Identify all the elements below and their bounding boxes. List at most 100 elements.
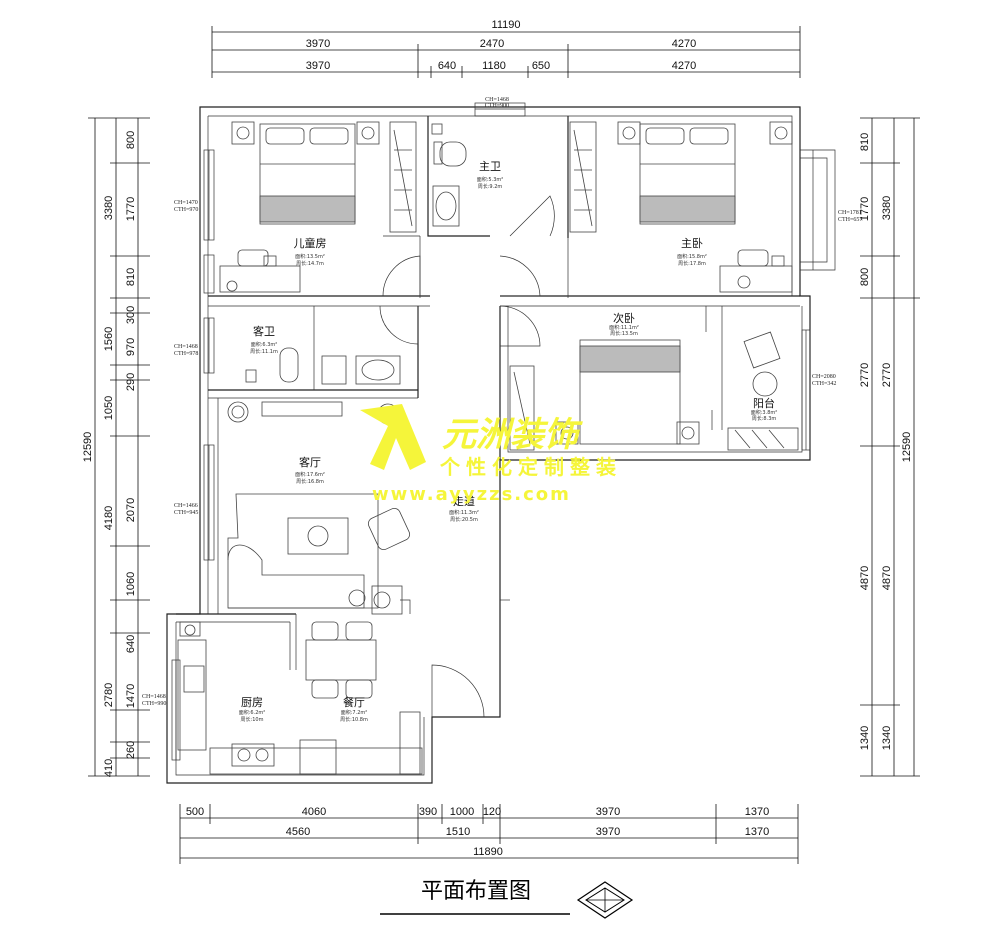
dining-furniture <box>305 621 377 699</box>
dim-left-outer-2: 1560 <box>103 327 115 351</box>
master-bath-fixtures <box>431 123 467 227</box>
dim-left-outer-4: 4180 <box>103 506 115 530</box>
living-furniture <box>227 401 411 615</box>
dim-top-3: 4270 <box>672 38 696 50</box>
label-dining: 餐厅 <box>343 695 365 709</box>
note-guest-bath-1: CH=1468 <box>174 344 198 350</box>
area-dining-2: 周长:10.8m <box>340 716 368 723</box>
master-wardrobe-hangers <box>573 129 593 227</box>
master-wardrobe <box>569 121 597 233</box>
dim-left-outer-6: 410 <box>103 759 115 777</box>
dim-top-total: 11190 <box>492 19 521 31</box>
area-guest-bath-1: 面积:6.3m² <box>251 341 278 348</box>
note-balcony-2: CTH=342 <box>812 381 836 387</box>
dim-left-inner-8: 1060 <box>125 572 137 596</box>
label-corridor: 走道 <box>453 494 475 508</box>
dim-top-1: 3970 <box>306 38 330 50</box>
area-living-2: 周长:16.8m <box>296 478 324 485</box>
label-children-room: 儿童房 <box>294 236 327 250</box>
furniture <box>177 121 799 775</box>
area-kitchen-2: 周长:10m <box>241 716 264 723</box>
dim-left-inner-2: 1770 <box>125 197 137 221</box>
label-guest-bath: 客卫 <box>253 324 275 338</box>
left-dimensions: 12590 3380 1560 1050 4180 2780 410 800 1… <box>82 117 150 777</box>
doors <box>379 195 555 718</box>
drawing-title: 平面布置图 <box>380 879 634 919</box>
dim-left-outer-1: 3380 <box>103 196 115 220</box>
area-second-bed-2: 周长:13.5m <box>610 330 638 337</box>
kitchen-furniture <box>177 621 423 775</box>
dim-left-inner-9: 640 <box>125 635 137 653</box>
dim-right-inner-3: 800 <box>859 268 871 286</box>
dim-right-outer-1: 3380 <box>881 196 893 220</box>
label-balcony: 阳台 <box>753 396 775 410</box>
area-kitchen-1: 面积:6.2m² <box>239 709 266 716</box>
watermark-brand: 元洲装饰 <box>442 415 583 455</box>
dim-right-outer-2: 2770 <box>881 363 893 387</box>
bottom-dimensions: 500 4060 390 1000 120 3970 1370 4560 151… <box>179 804 799 864</box>
dim-bottom-1: 500 <box>186 806 204 818</box>
area-master-bed-2: 周长:17.8m <box>678 260 706 267</box>
dim-left-inner-5: 970 <box>125 338 137 356</box>
children-wardrobe <box>389 121 417 233</box>
room-labels: 儿童房 面积:13.5m² 周长:14.7m 主卫 面积:5.3m² 周长:9.… <box>239 160 778 723</box>
area-living-1: 面积:17.6m² <box>295 471 325 478</box>
second-wardrobe <box>509 365 535 451</box>
dim-bottom-6: 3970 <box>596 806 620 818</box>
watermark-url: www.ayyzzs.com <box>372 484 571 505</box>
dim-bottom-row2-2: 1510 <box>446 826 470 838</box>
dim-right-inner-2: 1770 <box>859 197 871 221</box>
dim-top-2: 2470 <box>480 38 504 50</box>
area-second-bed-1: 面积:11.1m² <box>609 324 639 331</box>
master-bed <box>617 121 793 225</box>
note-children-2: CTH=970 <box>174 207 198 213</box>
dim-left-inner-6: 290 <box>125 373 137 391</box>
dim-right-inner-4: 2770 <box>859 363 871 387</box>
dim-left-inner-3: 810 <box>125 268 137 286</box>
area-guest-bath-2: 周长:11.1m <box>250 348 278 355</box>
north-compass-icon <box>576 881 634 919</box>
dim-left-total: 12590 <box>82 432 94 463</box>
label-living-room: 客厅 <box>299 455 321 469</box>
dim-left-outer-5: 2780 <box>103 683 115 707</box>
dim-top-row2-1: 3970 <box>306 60 330 72</box>
dim-bottom-3: 390 <box>419 806 437 818</box>
children-desk <box>219 249 301 293</box>
dim-right-outer-4: 1340 <box>881 726 893 750</box>
dim-left-inner-10: 1470 <box>125 684 137 708</box>
dim-top-row2-3: 1180 <box>482 60 506 72</box>
area-corridor-2: 周长:20.5m <box>450 516 478 523</box>
area-master-bath-2: 周长:9.2m <box>478 183 503 190</box>
area-balcony-1: 面积:3.8m² <box>751 409 778 416</box>
note-kitchen-1: CH=1468 <box>142 694 166 700</box>
area-children-1: 面积:13.5m² <box>295 253 325 260</box>
dim-right-outer-3: 4870 <box>881 566 893 590</box>
dim-bottom-total: 11890 <box>473 846 503 858</box>
dim-left-outer-3: 1050 <box>103 396 115 420</box>
dim-bottom-5: 120 <box>483 806 501 818</box>
second-bed <box>555 339 700 445</box>
note-living-2: CTH=945 <box>174 510 198 516</box>
dim-right-inner-1: 810 <box>859 133 871 151</box>
label-second-bedroom: 次卧 <box>613 311 635 325</box>
master-desk <box>719 249 793 293</box>
dim-left-inner-11: 260 <box>125 741 137 759</box>
window-notes: CH=1468 CTH=900 CH=1470 CTH=970 CH=1468 … <box>142 97 862 707</box>
balcony-furniture <box>727 331 799 451</box>
area-children-2: 周长:14.7m <box>296 260 324 267</box>
label-kitchen: 厨房 <box>241 696 263 709</box>
note-balcony-1: CH=2080 <box>812 374 836 380</box>
dim-bottom-row2-4: 1370 <box>745 826 769 838</box>
area-dining-1: 面积:7.2m² <box>341 709 368 716</box>
wardrobe-hangers <box>393 129 413 227</box>
area-corridor-1: 面积:11.3m² <box>449 509 479 516</box>
dim-top-row2-4: 650 <box>532 60 550 72</box>
watermark-logo <box>360 404 426 470</box>
note-top-bath-1: CH=1468 <box>485 97 509 103</box>
plan-title: 平面布置图 <box>421 879 531 904</box>
label-master-bath: 主卫 <box>479 160 501 173</box>
second-wardrobe-hanger <box>513 371 531 445</box>
note-master-2: CTH=657 <box>838 217 862 223</box>
area-master-bath-1: 面积:5.3m² <box>477 176 504 183</box>
